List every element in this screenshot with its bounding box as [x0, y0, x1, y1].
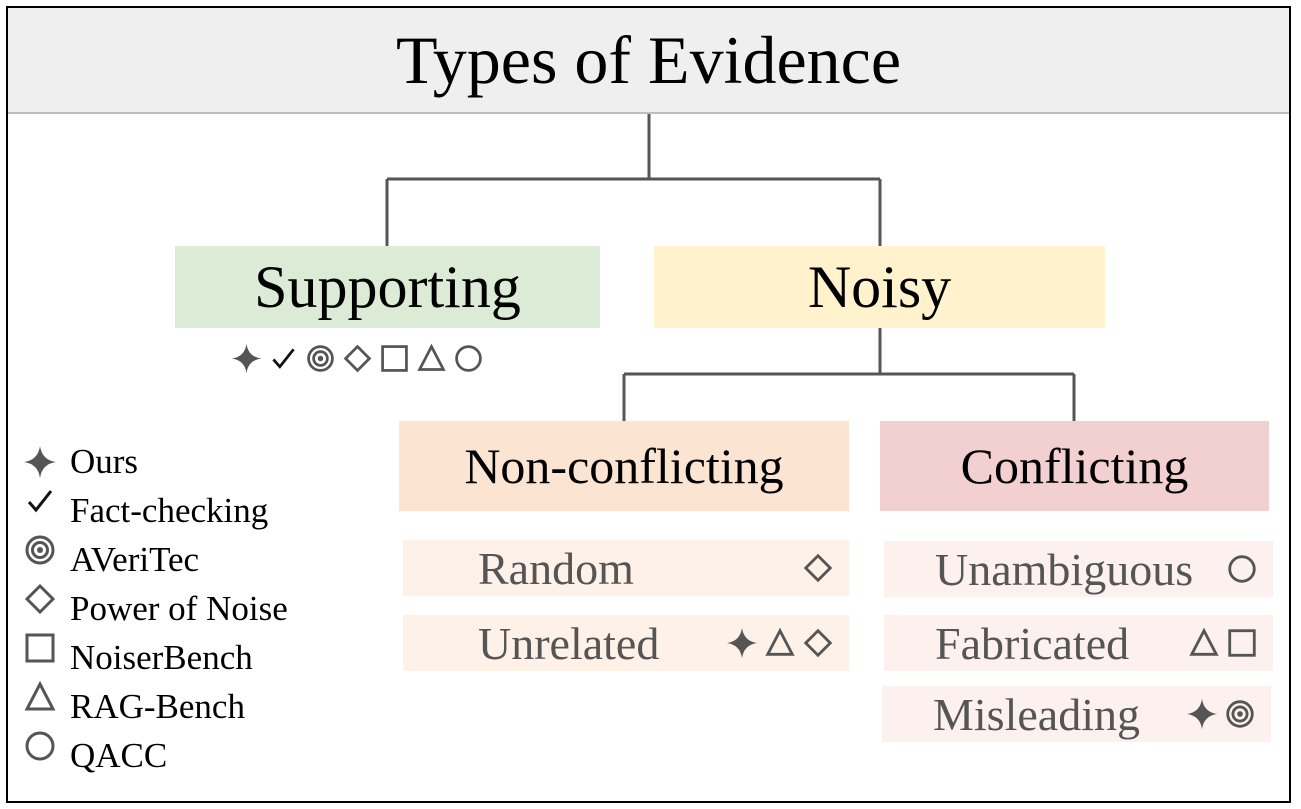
legend-icon-6 [22, 728, 58, 769]
item-fabricated-icons [1187, 626, 1259, 660]
legend-icon-5 [22, 679, 58, 720]
legend-icon-1 [22, 483, 58, 524]
target-icon [307, 344, 334, 372]
node-noisy: Noisy [654, 246, 1105, 328]
circle-icon [1228, 555, 1256, 583]
triangle-icon [765, 627, 795, 656]
circle-icon [25, 731, 55, 761]
legend-icon-3 [22, 581, 58, 622]
square-icon [1228, 629, 1256, 657]
diamond-icon [24, 583, 56, 615]
item-unrelated: Unrelated [403, 615, 849, 671]
diamond-icon [803, 553, 833, 583]
item-fabricated-label: Fabricated [935, 617, 1130, 669]
diamond-icon [343, 344, 372, 372]
star-icon [24, 446, 56, 478]
node-non-conflicting: Non-conflicting [399, 421, 849, 511]
item-unambiguous-icons [1225, 552, 1259, 586]
legend-label: AVeriTec [70, 540, 200, 579]
target-icon [25, 535, 55, 565]
legend-label: Power of Noise [70, 589, 288, 628]
star-icon [1186, 698, 1218, 730]
item-misleading: Misleading [882, 686, 1271, 742]
triangle-icon [1189, 627, 1219, 656]
star-icon [726, 627, 758, 659]
diagram-title: Types of Evidence [8, 8, 1289, 114]
check-icon [27, 490, 53, 513]
circle-icon [455, 344, 482, 372]
target-icon [1226, 700, 1254, 728]
supporting-icons [230, 338, 485, 378]
square-icon [381, 344, 408, 372]
item-fabricated: Fabricated [884, 615, 1273, 671]
star-icon [231, 343, 262, 373]
triangle-icon [417, 343, 446, 371]
legend-icon-2 [22, 532, 58, 573]
item-misleading-label: Misleading [933, 688, 1140, 740]
item-random-label: Random [478, 542, 634, 594]
item-unambiguous: Unambiguous [884, 541, 1273, 597]
item-unambiguous-label: Unambiguous [935, 543, 1194, 595]
item-unrelated-icons [725, 626, 835, 660]
check-icon [272, 347, 295, 369]
square-icon [25, 633, 55, 663]
triangle-icon [24, 680, 56, 711]
legend-label: Ours [70, 442, 139, 481]
legend-icon-4 [22, 630, 58, 671]
legend-label: NoiserBench [70, 638, 253, 677]
connector-noisy [622, 328, 1076, 421]
legend-label: RAG-Bench [70, 687, 245, 726]
legend-label: QACC [70, 736, 168, 775]
node-supporting: Supporting [175, 246, 600, 328]
item-unrelated-label: Unrelated [478, 617, 660, 669]
legend-icon-0 [22, 444, 58, 485]
item-misleading-icons [1185, 697, 1257, 731]
item-random-icons [801, 551, 835, 585]
legend-label: Fact-checking [70, 491, 269, 530]
item-random: Random [403, 540, 849, 596]
node-conflicting: Conflicting [880, 421, 1269, 511]
diamond-icon [803, 628, 833, 658]
connector-root [385, 114, 882, 246]
